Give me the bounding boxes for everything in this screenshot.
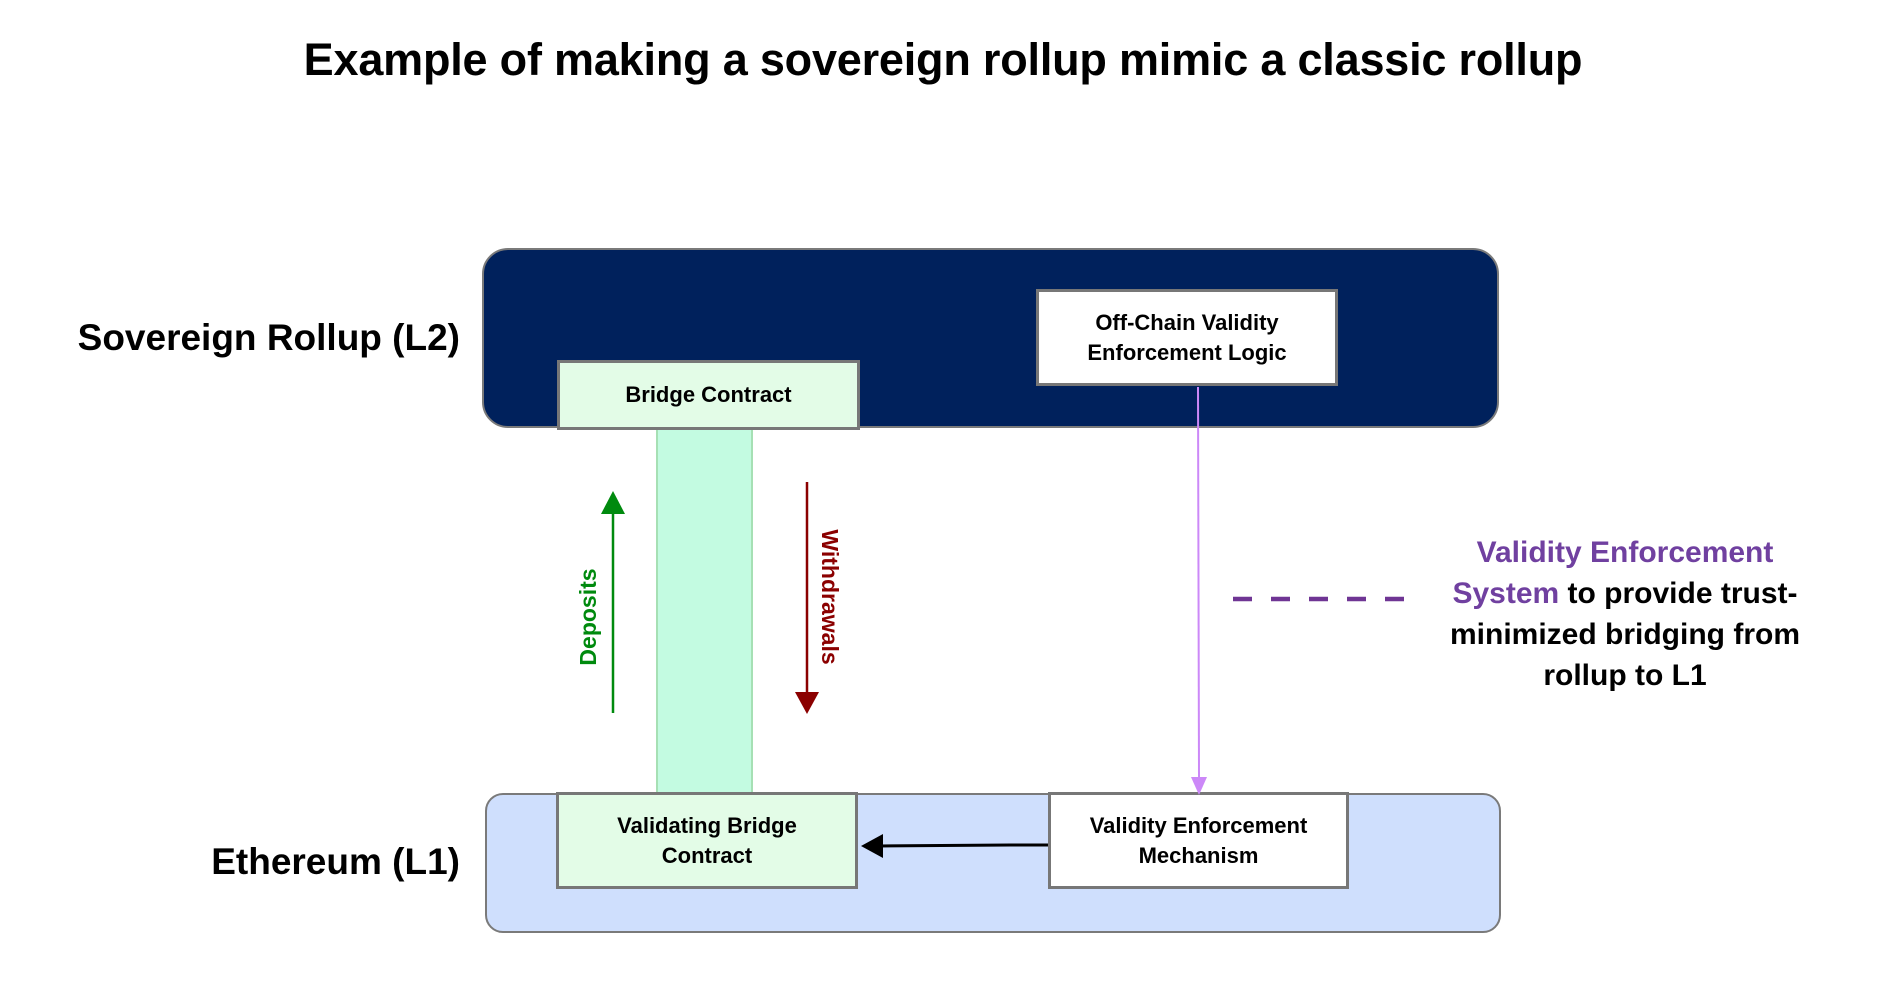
note-highlight-line2: System xyxy=(1452,577,1560,610)
validating-bridge-label-line2: Contract xyxy=(661,842,753,868)
diagram-title: Example of making a sovereign rollup mim… xyxy=(303,34,1583,85)
offchain-to-mechanism-shaft xyxy=(1197,386,1200,779)
validating-bridge-contract-node: Validating Bridge Contract xyxy=(556,792,858,889)
layer-label-ethereum: Ethereum (L1) xyxy=(211,841,460,882)
validity-enforcement-mechanism-node: Validity Enforcement Mechanism xyxy=(1048,792,1349,889)
deposits-arrow xyxy=(601,491,625,713)
offchain-to-mechanism-arrow xyxy=(1191,386,1207,795)
bridge-channel xyxy=(656,428,753,794)
validating-bridge-label-line1: Validating Bridge xyxy=(617,812,797,838)
note-highlight-line1: Validity Enforcement xyxy=(1476,536,1774,569)
offchain-validity-logic-node: Off-Chain Validity Enforcement Logic xyxy=(1036,289,1338,386)
layer-label-sovereign-rollup: Sovereign Rollup (L2) xyxy=(77,317,460,358)
note-text-line4: rollup to L1 xyxy=(1543,659,1707,692)
offchain-logic-label-line2: Enforcement Logic xyxy=(1087,339,1287,365)
note-text-line3: minimized bridging from xyxy=(1450,618,1800,651)
bridge-contract-node: Bridge Contract xyxy=(557,360,860,430)
deposits-label: Deposits xyxy=(575,568,601,666)
mechanism-label-line1: Validity Enforcement xyxy=(1089,812,1308,838)
offchain-logic-label-line1: Off-Chain Validity xyxy=(1095,309,1279,335)
deposits-arrow-head xyxy=(601,491,625,514)
mechanism-label-line2: Mechanism xyxy=(1138,842,1259,868)
withdrawals-label: Withdrawals xyxy=(817,529,843,665)
validity-system-note: Validity Enforcement System to provide t… xyxy=(1420,532,1830,696)
note-text-line2: to provide trust- xyxy=(1559,577,1798,610)
bridge-contract-label: Bridge Contract xyxy=(625,382,792,407)
